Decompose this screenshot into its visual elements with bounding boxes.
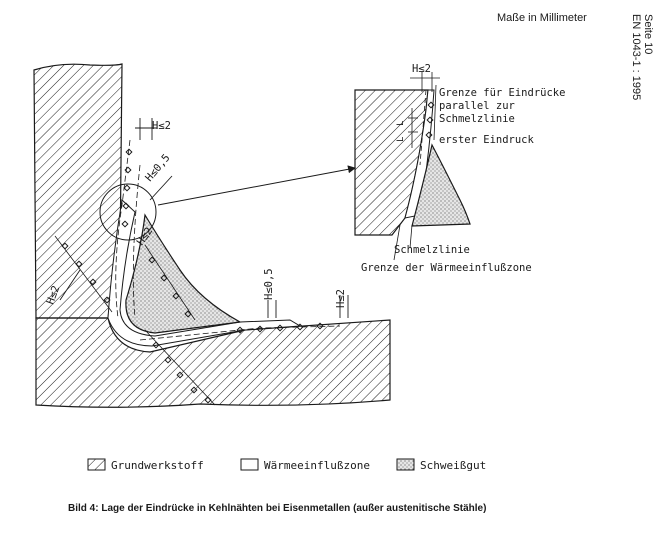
detail-haz-boundary: Grenze der Wärmeeinflußzone — [361, 262, 532, 274]
detail-h2: H≤2 — [412, 63, 431, 75]
indent-marks-vertical — [121, 148, 133, 228]
detail-first-indent: erster Eindruck — [439, 134, 535, 146]
legend-swatch-weld — [396, 458, 415, 471]
detail-circle — [99, 183, 157, 241]
label-h2-right: H≤2 — [335, 289, 347, 308]
detail-boundary-line-3: Schmelzlinie — [439, 113, 515, 125]
detail-spacing-1: L — [396, 121, 406, 126]
figure-caption: Bild 4: Lage der Eindrücke in Kehlnähten… — [68, 503, 487, 514]
indent-marks-diagonal-bottom — [144, 329, 216, 406]
detail-spacing-2: L — [396, 137, 406, 142]
detail-boundary-line-1: Grenze für Eindrücke — [439, 87, 565, 99]
legend-swatch-haz — [240, 458, 259, 471]
indent-marks-diagonal-left — [54, 235, 113, 313]
horizontal-base-metal — [35, 317, 391, 408]
label-h05-upper: H≤0,5 — [143, 152, 173, 184]
legend-label-weld: Schweißgut — [420, 459, 486, 472]
detail-arrow — [157, 165, 356, 206]
label-h05-lower: H≤0,5 — [263, 268, 275, 300]
legend-label-haz: Wärmeeinflußzone — [264, 459, 370, 472]
indent-marks-diagonal-root — [144, 244, 196, 321]
weld-metal — [125, 213, 242, 334]
indent-marks-horizontal — [236, 322, 324, 334]
detail-fusion-line: Schmelzlinie — [394, 244, 470, 256]
heat-affected-zone — [107, 199, 302, 347]
detail-weld — [411, 143, 471, 227]
label-h2-top: H≤2 — [152, 120, 171, 132]
legend-label-base-metal: Grundwerkstoff — [111, 459, 204, 472]
units-note: Maße in Millimeter — [497, 12, 587, 24]
legend-swatch-base-metal — [87, 458, 106, 471]
detail-boundary-line-2: parallel zur — [439, 100, 515, 112]
